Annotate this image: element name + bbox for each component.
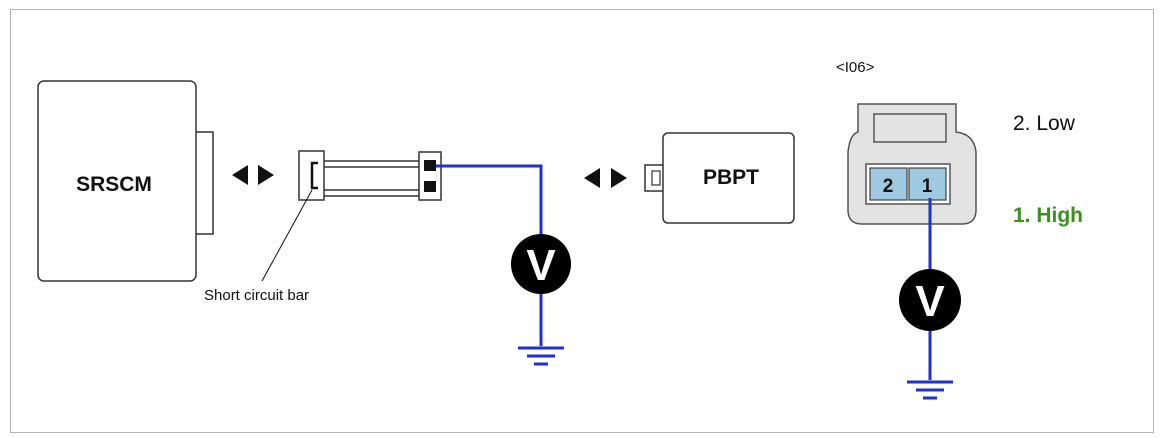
high-pin-label: 1. High (1013, 204, 1083, 227)
pbpt-box (662, 132, 795, 224)
srscm-module: SRSCM (37, 80, 214, 282)
voltmeter-2: V (899, 269, 961, 331)
short-bar-leader (261, 189, 313, 282)
short-bar-link (310, 161, 318, 190)
ground-icon (907, 380, 953, 400)
double-arrow-icon (232, 165, 274, 185)
srscm-box (37, 80, 197, 282)
harness-cable (324, 160, 419, 197)
harness-connector-body (418, 151, 442, 201)
voltmeter-symbol: V (526, 241, 556, 290)
ground-icon (518, 346, 564, 366)
pin-1-label: 1 (922, 176, 933, 197)
srscm-connector-tab (193, 131, 214, 235)
harness-pin-top (424, 160, 436, 171)
connector-id-label: <I06> (836, 59, 875, 76)
pbpt-label: PBPT (703, 166, 759, 189)
double-arrow-icon (584, 168, 627, 188)
voltmeter-icon (511, 234, 571, 294)
pin-2-label: 2 (883, 176, 894, 197)
connector-pin-2 (869, 167, 908, 201)
pbpt-module: PBPT (644, 132, 795, 224)
voltmeter-icon (899, 269, 961, 331)
short-circuit-bar (298, 150, 325, 201)
voltmeter-1: V (511, 234, 571, 294)
short-bar-label: Short circuit bar (204, 287, 309, 304)
connector-pin-1 (908, 167, 947, 201)
connector-i06: 2 1 (847, 103, 977, 225)
voltmeter-symbol: V (915, 277, 945, 326)
pbpt-connector-slot (651, 170, 661, 186)
meter-wire-1 (436, 164, 543, 234)
harness-pin-bottom (424, 181, 436, 192)
low-pin-label: 2. Low (1013, 112, 1076, 135)
srscm-label: SRSCM (76, 173, 152, 196)
connector-latch (873, 113, 947, 143)
harness-connector (418, 151, 442, 201)
